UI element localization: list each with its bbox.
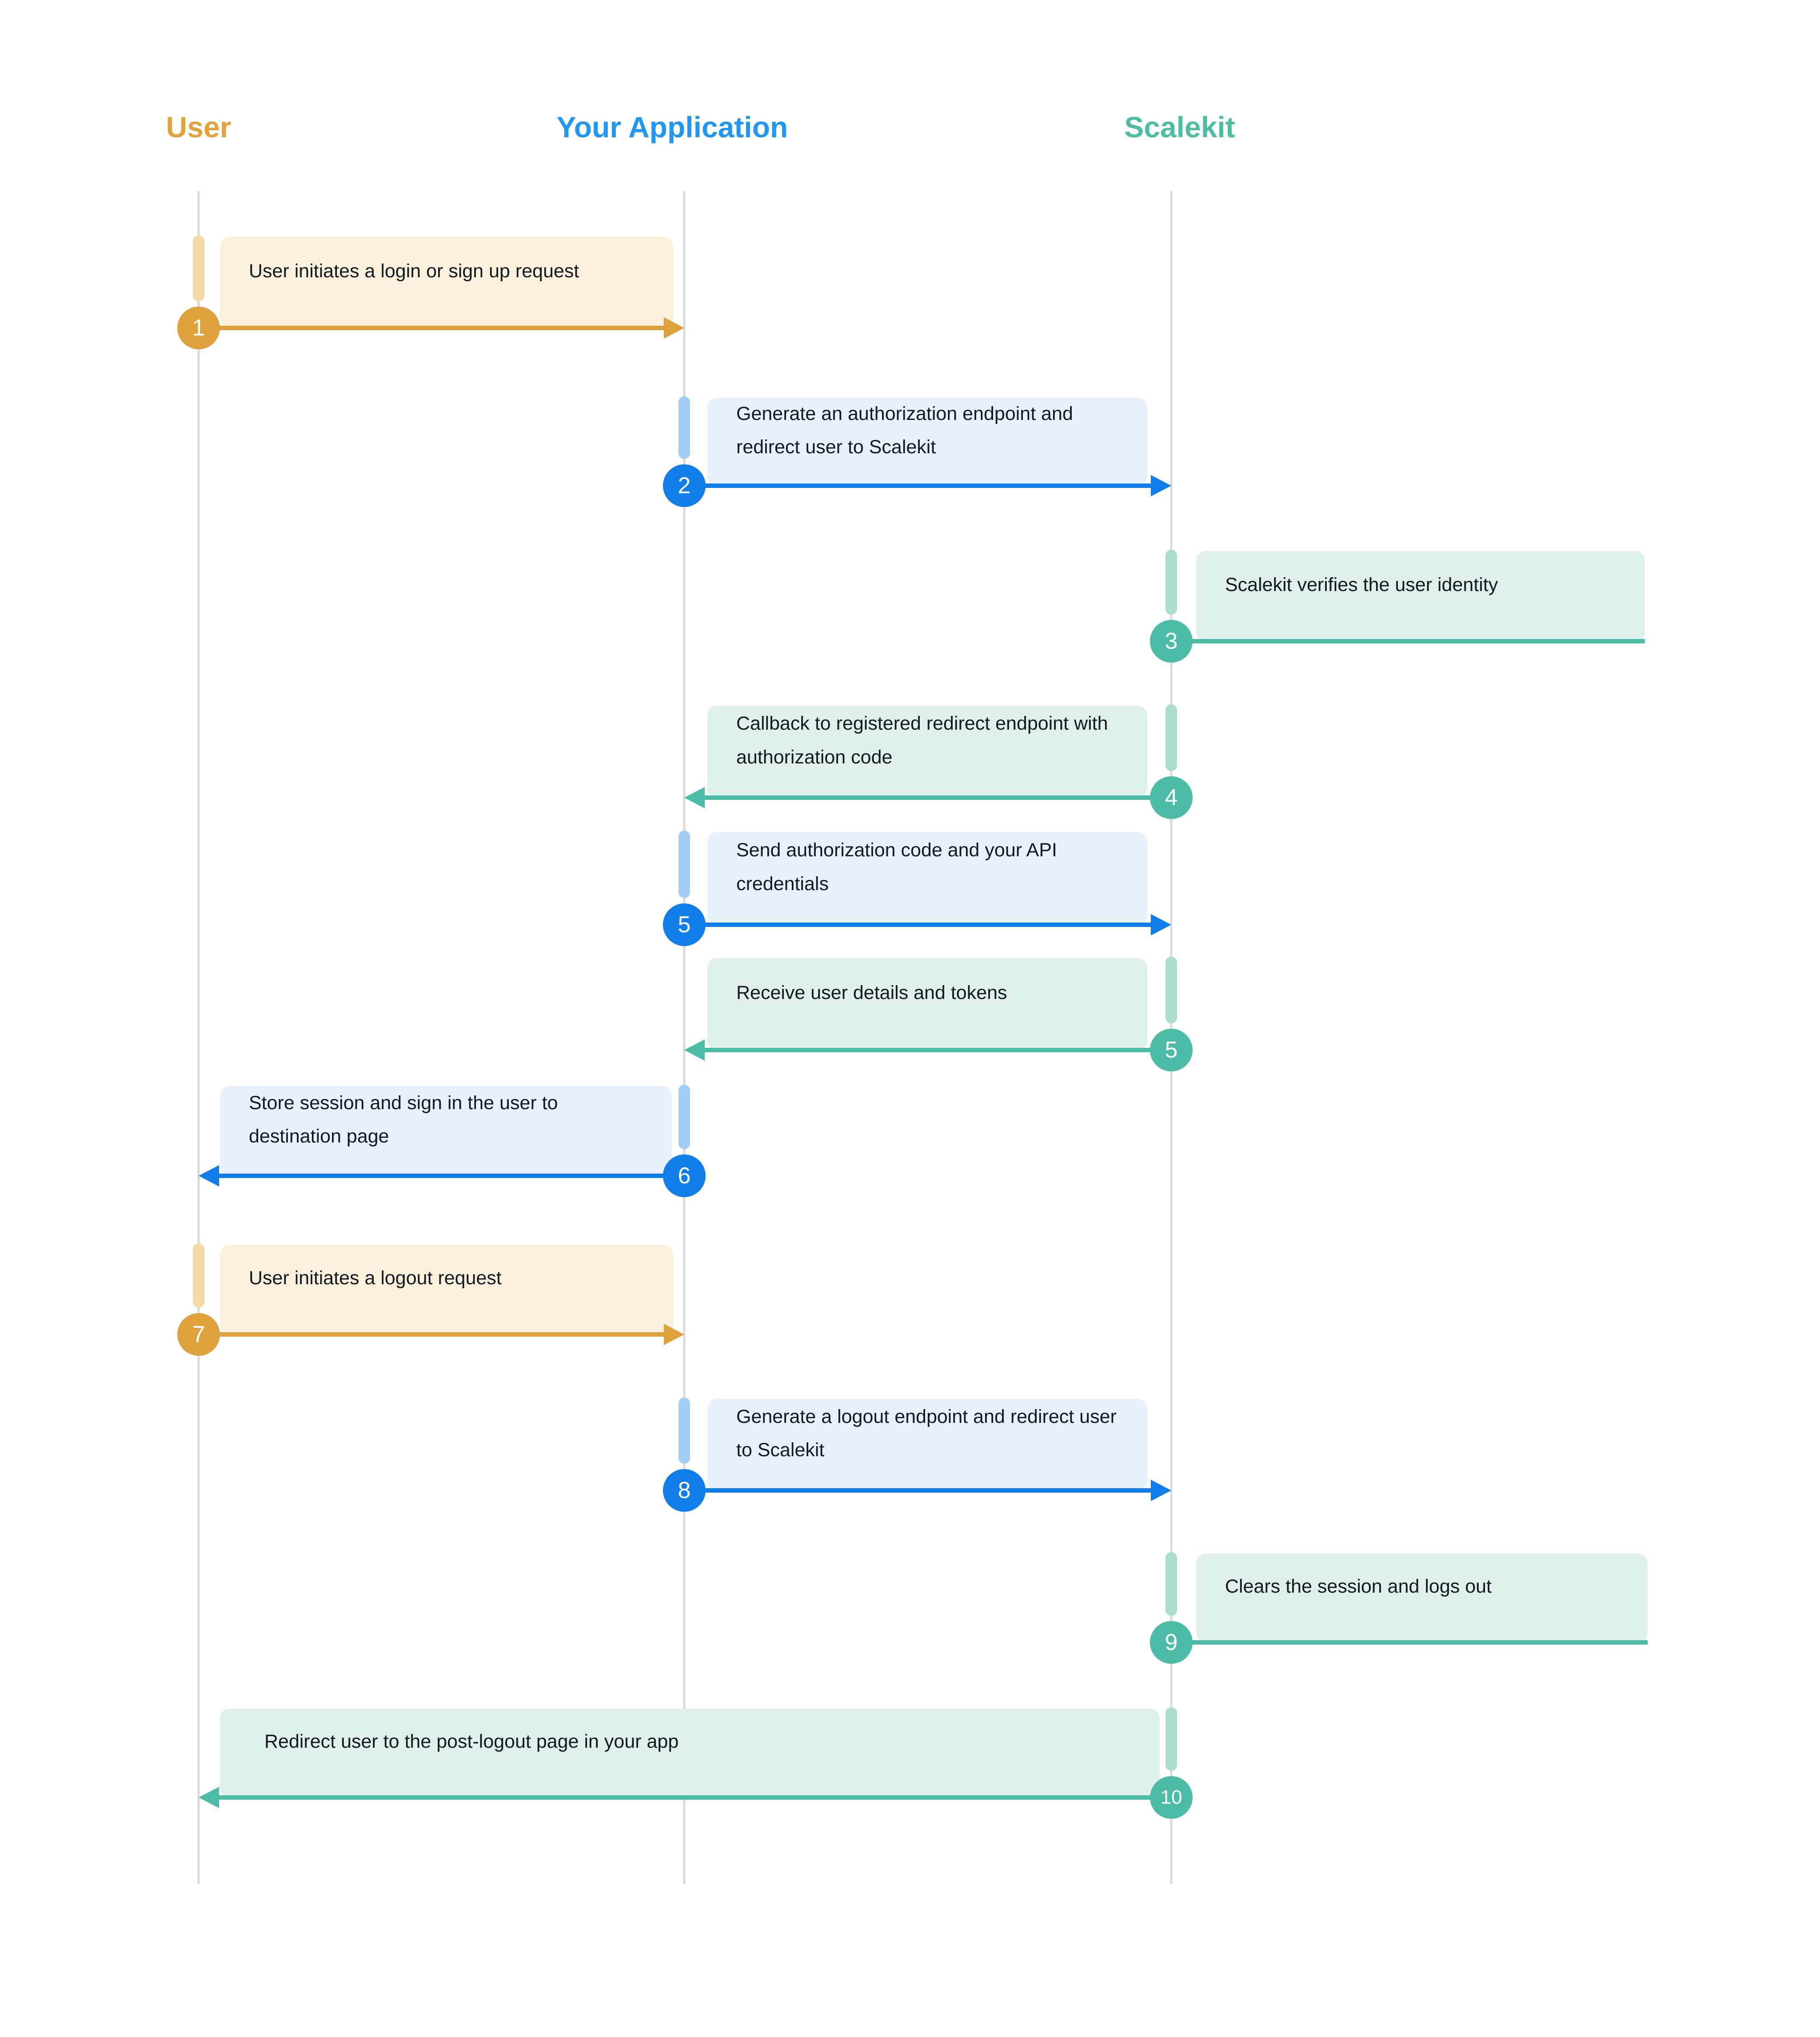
lifeline-user: [197, 191, 200, 1884]
step-number-2: 2: [663, 464, 706, 507]
arrow-line-step-6: [216, 1174, 684, 1178]
message-text-step-5-blue: Send authorization code and your API cre…: [736, 839, 1057, 895]
message-box-step-8: Generate a logout endpoint and redirect …: [707, 1399, 1147, 1490]
arrowhead-step-7: [664, 1324, 684, 1345]
message-text-step-3: Scalekit verifies the user identity: [1225, 574, 1498, 595]
message-text-step-2: Generate an authorization endpoint and r…: [736, 403, 1073, 458]
arrow-line-step-2: [684, 483, 1153, 488]
actor-label-user: User: [166, 111, 231, 144]
activation-bar-step-4: [1165, 704, 1177, 771]
arrowhead-step-8: [1151, 1480, 1171, 1501]
arrow-line-step-1: [199, 326, 667, 330]
activation-bar-step-1: [193, 236, 204, 301]
message-text-step-10: Redirect user to the post-logout page in…: [264, 1731, 679, 1753]
activation-bar-step-5-green: [1165, 957, 1177, 1023]
step-number-5-green: 5: [1150, 1029, 1193, 1071]
message-box-step-5-blue: Send authorization code and your API cre…: [707, 832, 1147, 925]
arrow-line-step-5-green: [702, 1048, 1171, 1052]
step-number-9: 9: [1150, 1621, 1193, 1664]
message-box-step-1: User initiates a login or sign up reques…: [220, 237, 673, 328]
message-box-step-3: Scalekit verifies the user identity: [1196, 551, 1645, 641]
message-box-step-7: User initiates a logout request: [220, 1245, 673, 1334]
message-box-step-6: Store session and sign in the user to de…: [220, 1086, 672, 1176]
actor-label-scalekit: Scalekit: [1124, 111, 1235, 144]
arrow-line-step-8: [684, 1488, 1153, 1493]
self-line-step-3: [1171, 639, 1645, 643]
activation-bar-step-10: [1165, 1707, 1177, 1771]
message-text-step-1: User initiates a login or sign up reques…: [249, 260, 579, 282]
message-text-step-4: Callback to registered redirect endpoint…: [736, 713, 1108, 768]
arrow-line-step-10: [216, 1795, 1171, 1800]
step-number-3: 3: [1150, 620, 1193, 663]
step-number-10: 10: [1150, 1776, 1193, 1819]
activation-bar-step-6: [679, 1085, 690, 1149]
arrow-line-step-5-blue: [684, 923, 1153, 927]
arrowhead-step-2: [1151, 475, 1171, 496]
activation-bar-step-5-blue: [679, 831, 690, 898]
step-number-7: 7: [177, 1313, 220, 1356]
message-box-step-5-green: Receive user details and tokens: [707, 958, 1147, 1050]
message-box-step-4: Callback to registered redirect endpoint…: [707, 706, 1147, 798]
step-number-5-blue: 5: [663, 903, 706, 946]
step-number-8: 8: [663, 1469, 706, 1512]
message-box-step-2: Generate an authorization endpoint and r…: [707, 398, 1147, 486]
message-text-step-8: Generate a logout endpoint and redirect …: [736, 1406, 1117, 1461]
self-line-step-9: [1171, 1640, 1648, 1645]
message-box-step-10: Redirect user to the post-logout page in…: [220, 1709, 1160, 1797]
step-number-1: 1: [177, 307, 220, 349]
activation-bar-step-2: [679, 396, 690, 459]
arrowhead-step-5-green: [684, 1039, 705, 1061]
arrow-line-step-7: [199, 1332, 667, 1337]
lifeline-your-application: [683, 191, 686, 1884]
message-text-step-9: Clears the session and logs out: [1225, 1576, 1492, 1598]
actor-label-your-application: Your Application: [556, 111, 788, 144]
message-text-step-6: Store session and sign in the user to de…: [249, 1092, 558, 1147]
step-number-6: 6: [663, 1154, 706, 1197]
arrowhead-step-1: [664, 317, 684, 339]
activation-bar-step-7: [193, 1243, 204, 1308]
activation-bar-step-3: [1165, 550, 1177, 615]
message-text-step-5-green: Receive user details and tokens: [736, 982, 1007, 1003]
arrowhead-step-4: [684, 787, 705, 808]
arrowhead-step-6: [199, 1165, 219, 1186]
message-box-step-9: Clears the session and logs out: [1196, 1554, 1648, 1642]
arrow-line-step-4: [702, 795, 1171, 800]
arrowhead-step-5-blue: [1151, 914, 1171, 935]
step-number-4: 4: [1150, 776, 1193, 819]
arrowhead-step-10: [199, 1787, 219, 1808]
activation-bar-step-9: [1165, 1552, 1177, 1616]
message-text-step-7: User initiates a logout request: [249, 1267, 502, 1289]
activation-bar-step-8: [679, 1398, 690, 1464]
